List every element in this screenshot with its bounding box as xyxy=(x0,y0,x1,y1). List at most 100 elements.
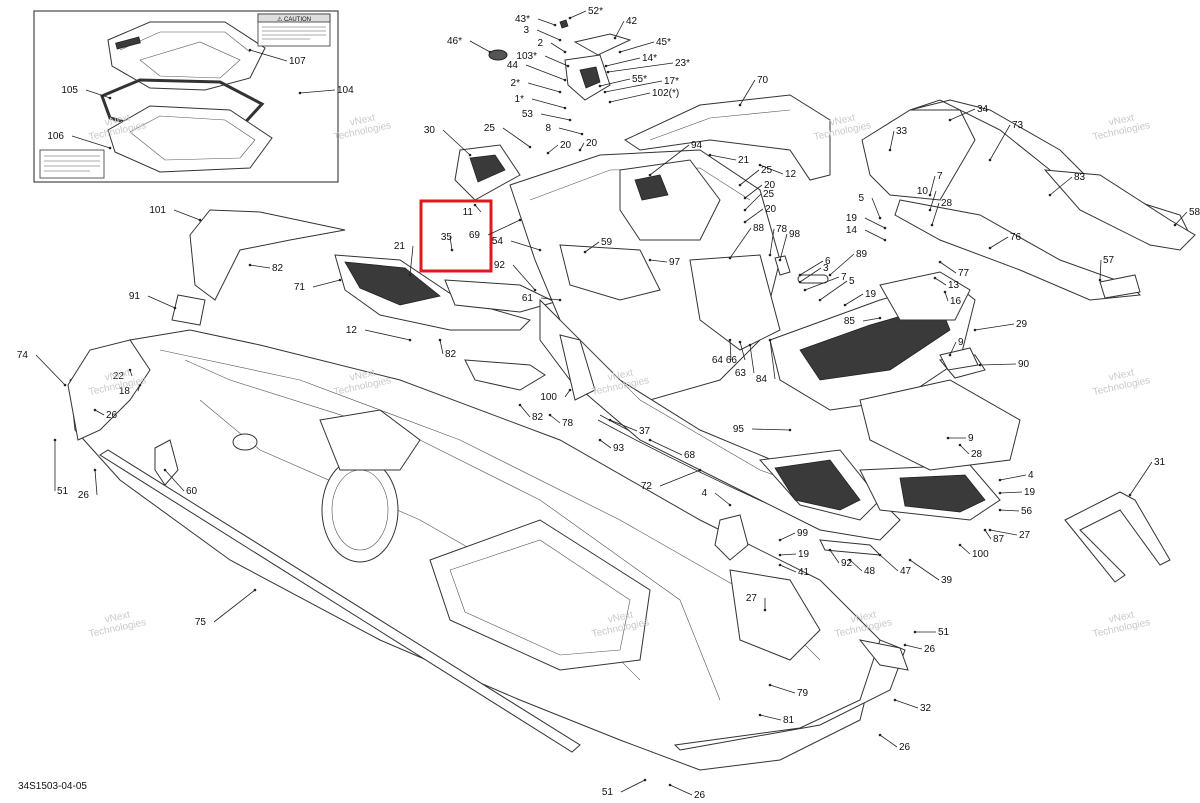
callout-label: 104 xyxy=(337,85,354,96)
callout-label: 9 xyxy=(958,337,964,348)
leader-line xyxy=(599,439,612,449)
callout-label: 90 xyxy=(1018,359,1030,370)
leader-dot xyxy=(53,438,57,442)
leader-dot xyxy=(908,558,912,562)
callout-label: 20 xyxy=(765,204,777,215)
leader-dot xyxy=(883,226,887,230)
leader-line xyxy=(864,229,886,241)
callout-label: 3 xyxy=(823,263,829,274)
leader-line xyxy=(739,341,746,361)
callout-label: 39 xyxy=(941,575,953,586)
leader-line xyxy=(999,509,1020,512)
leader-dot xyxy=(1128,493,1132,497)
leader-dot xyxy=(778,553,782,557)
leader-line xyxy=(944,291,949,302)
leader-line xyxy=(609,92,651,103)
leader-line xyxy=(173,209,201,221)
leader-line xyxy=(564,389,571,398)
leader-line xyxy=(71,135,111,149)
leader-dot xyxy=(488,50,492,54)
callout-label: 98 xyxy=(789,229,801,240)
leader-dot xyxy=(983,528,987,532)
leader-line xyxy=(799,260,824,276)
leader-line xyxy=(35,354,66,386)
callout-label: 83 xyxy=(1074,172,1086,183)
leader-dot xyxy=(668,783,672,787)
leader-dot xyxy=(893,698,897,702)
leader-line xyxy=(439,339,444,355)
leader-line xyxy=(94,469,98,496)
caution-label: ⚠ CAUTION xyxy=(277,16,311,23)
leader-dot xyxy=(998,478,1002,482)
watermark-text: vNext xyxy=(349,367,377,383)
leader-line xyxy=(979,363,1017,366)
leader-line xyxy=(889,130,895,151)
leader-dot xyxy=(998,508,1002,512)
leader-line xyxy=(549,414,561,424)
leader-line xyxy=(804,276,840,291)
leader-dot xyxy=(198,218,202,222)
leader-line xyxy=(649,259,668,263)
callout-label: 12 xyxy=(346,325,358,336)
leader-line xyxy=(709,154,737,161)
leader-dot xyxy=(828,548,832,552)
callout-label: 51 xyxy=(602,787,614,798)
leader-dot xyxy=(758,163,762,167)
leader-dot xyxy=(533,288,537,292)
callout-label: 5 xyxy=(849,276,855,287)
leader-line xyxy=(949,341,957,356)
callout-label: 85 xyxy=(844,316,856,327)
leader-dot xyxy=(763,608,767,612)
leader-dot xyxy=(998,491,1002,495)
watermark-text: vNext xyxy=(1108,367,1136,383)
leader-line xyxy=(989,236,1009,249)
callout-label: 84 xyxy=(756,374,768,385)
callout-label: 48 xyxy=(864,566,876,577)
callout-label: 19 xyxy=(846,213,858,224)
leader-line xyxy=(540,297,561,301)
callout-label: 66 xyxy=(726,355,738,366)
leader-line xyxy=(213,589,256,623)
leader-dot xyxy=(528,145,532,149)
callout-label: 82 xyxy=(445,349,457,360)
leader-dot xyxy=(943,290,947,294)
leader-line xyxy=(779,532,796,541)
leader-line xyxy=(744,208,764,223)
leader-dot xyxy=(988,528,992,532)
leader-dot xyxy=(603,90,607,94)
leader-line xyxy=(558,127,583,135)
leader-line xyxy=(620,779,646,793)
leader-dot xyxy=(538,248,542,252)
leader-dot xyxy=(608,100,612,104)
callout-label: 81 xyxy=(783,715,795,726)
leader-dot xyxy=(518,403,522,407)
watermark-text: vNext xyxy=(829,112,857,128)
callout-label: 25 xyxy=(484,123,496,134)
leader-dot xyxy=(743,220,747,224)
leader-dot xyxy=(768,683,772,687)
leader-line xyxy=(364,329,411,341)
leader-dot xyxy=(728,256,732,260)
callout-label: 26 xyxy=(924,644,936,655)
leader-line xyxy=(449,236,453,251)
leader-line xyxy=(614,20,625,39)
leader-dot xyxy=(63,383,67,387)
front-cover xyxy=(189,209,346,301)
callout-label: 93 xyxy=(613,443,625,454)
leader-dot xyxy=(843,303,847,307)
leader-dot xyxy=(888,148,892,152)
leader-dot xyxy=(558,38,562,42)
leader-line xyxy=(739,169,760,186)
callout-label: 6 xyxy=(825,256,831,267)
callout-label: 27 xyxy=(1019,530,1031,541)
leader-dot xyxy=(558,298,562,302)
leader-line xyxy=(929,175,936,196)
leader-dot xyxy=(973,328,977,332)
callout-label: 33 xyxy=(896,126,908,137)
leader-dot xyxy=(928,193,932,197)
leader-line xyxy=(849,559,863,572)
callout-label: 75 xyxy=(195,617,207,628)
leader-dot xyxy=(948,118,952,122)
leader-dot xyxy=(743,208,747,212)
watermark-text: vNext xyxy=(607,367,635,383)
